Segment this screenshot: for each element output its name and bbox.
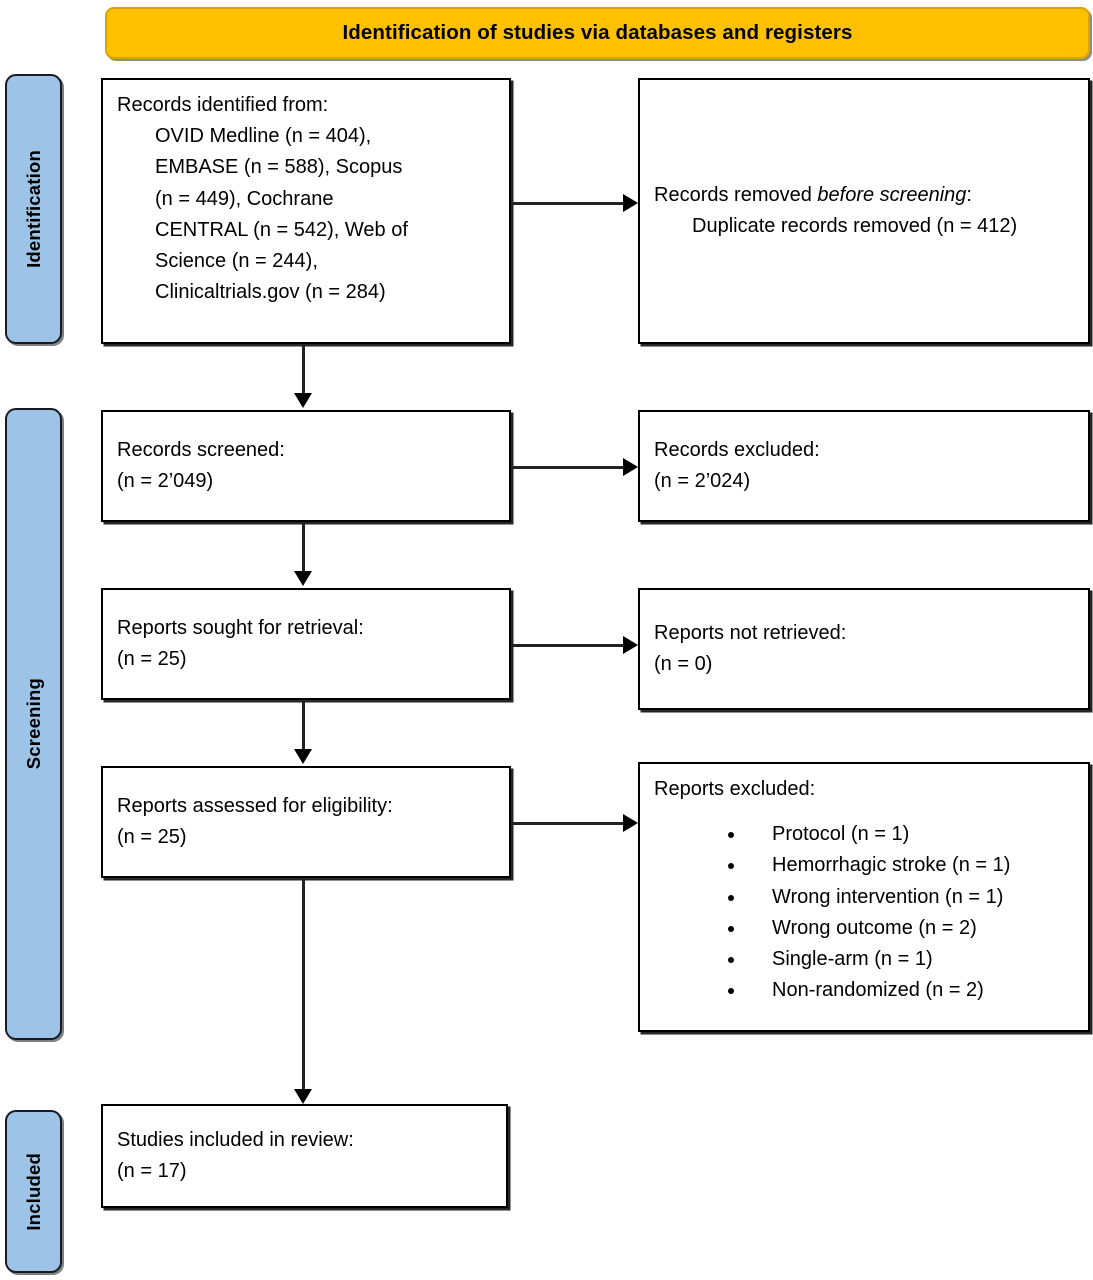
reports-not-retrieved-count: (n = 0): [654, 653, 713, 675]
source-line-4: CENTRAL (n = 542), Web of: [155, 218, 408, 241]
arrowhead-sought-to-assessed: [294, 749, 312, 764]
source-line-2: EMBASE (n = 588), Scopus: [155, 156, 403, 179]
arrowhead-assessed-to-included: [294, 1089, 312, 1104]
records-removed-heading: Records removed before screening:: [654, 180, 1074, 211]
list-item: Non-randomized (n = 2): [746, 975, 1074, 1006]
stage-bar-identification: Identification: [5, 74, 62, 344]
records-removed-heading-prefix: Records removed: [654, 183, 818, 206]
arrowhead-sought-to-not-retrieved: [623, 636, 638, 654]
reports-excluded-heading: Reports excluded:: [654, 778, 816, 800]
arrowhead-screened-to-excluded: [623, 458, 638, 476]
box-records-screened: Records screened: (n = 2’049): [101, 410, 511, 522]
list-item: Wrong outcome (n = 2): [746, 913, 1074, 944]
list-item: Hemorrhagic stroke (n = 1): [746, 850, 1074, 881]
source-line-3: (n = 449), Cochrane: [155, 187, 334, 210]
box-records-identified: Records identified from: OVID Medline (n…: [101, 78, 511, 344]
stage-label-included: Included: [22, 1152, 44, 1231]
records-screened-count: (n = 2’049): [117, 470, 214, 492]
stage-label-identification: Identification: [22, 150, 44, 268]
list-item: Wrong intervention (n = 1): [746, 882, 1074, 913]
source-line-5: Science (n = 244),: [155, 249, 318, 272]
arrowhead-identified-to-screened: [294, 393, 312, 408]
reports-sought-label: Reports sought for retrieval:: [117, 616, 364, 639]
connector-sought-to-not-retrieved: [511, 644, 623, 647]
studies-included-count: (n = 17): [117, 1160, 187, 1182]
records-removed-detail: Duplicate records removed (n = 412): [692, 215, 1018, 237]
studies-included-label: Studies included in review:: [117, 1128, 354, 1151]
box-studies-included: Studies included in review: (n = 17): [101, 1104, 508, 1208]
connector-assessed-to-included: [302, 878, 305, 1090]
connector-sought-to-assessed: [302, 700, 305, 750]
connector-screened-to-excluded: [511, 466, 623, 469]
list-item: Protocol (n = 1): [746, 819, 1074, 850]
records-screened-label: Records screened:: [117, 438, 285, 461]
connector-screened-to-sought: [302, 522, 305, 572]
box-records-excluded: Records excluded: (n = 2’024): [638, 410, 1090, 522]
records-removed-heading-suffix: :: [966, 183, 972, 206]
box-reports-sought: Reports sought for retrieval: (n = 25): [101, 588, 511, 700]
box-reports-assessed: Reports assessed for eligibility: (n = 2…: [101, 766, 511, 878]
box-records-removed: Records removed before screening: Duplic…: [638, 78, 1090, 344]
records-removed-heading-emphasis: before screening: [817, 183, 967, 206]
reports-not-retrieved-label: Reports not retrieved:: [654, 621, 847, 644]
connector-assessed-to-reports-excluded: [511, 822, 623, 825]
connector-identified-to-screened: [302, 344, 305, 394]
stage-label-screening: Screening: [22, 678, 44, 770]
reports-sought-count: (n = 25): [117, 648, 187, 670]
arrowhead-screened-to-sought: [294, 571, 312, 586]
stage-bar-included: Included: [5, 1110, 62, 1273]
stage-bar-screening: Screening: [5, 408, 62, 1040]
records-excluded-label: Records excluded:: [654, 438, 820, 461]
reports-assessed-count: (n = 25): [117, 826, 187, 848]
reports-assessed-label: Reports assessed for eligibility:: [117, 794, 393, 817]
diagram-header-banner: Identification of studies via databases …: [105, 7, 1090, 59]
reports-excluded-reason-list: Protocol (n = 1) Hemorrhagic stroke (n =…: [654, 819, 1074, 1006]
connector-identified-to-removed: [511, 202, 623, 205]
list-item: Single-arm (n = 1): [746, 944, 1074, 975]
box-reports-not-retrieved: Reports not retrieved: (n = 0): [638, 588, 1090, 710]
arrowhead-identified-to-removed: [623, 194, 638, 212]
arrowhead-assessed-to-reports-excluded: [623, 814, 638, 832]
source-line-1: OVID Medline (n = 404),: [155, 125, 372, 148]
source-line-6: Clinicaltrials.gov (n = 284): [155, 281, 386, 304]
records-identified-heading: Records identified from:: [117, 94, 329, 116]
records-excluded-count: (n = 2’024): [654, 470, 751, 492]
banner-title: Identification of studies via databases …: [342, 21, 853, 44]
box-reports-excluded: Reports excluded: Protocol (n = 1) Hemor…: [638, 762, 1090, 1032]
